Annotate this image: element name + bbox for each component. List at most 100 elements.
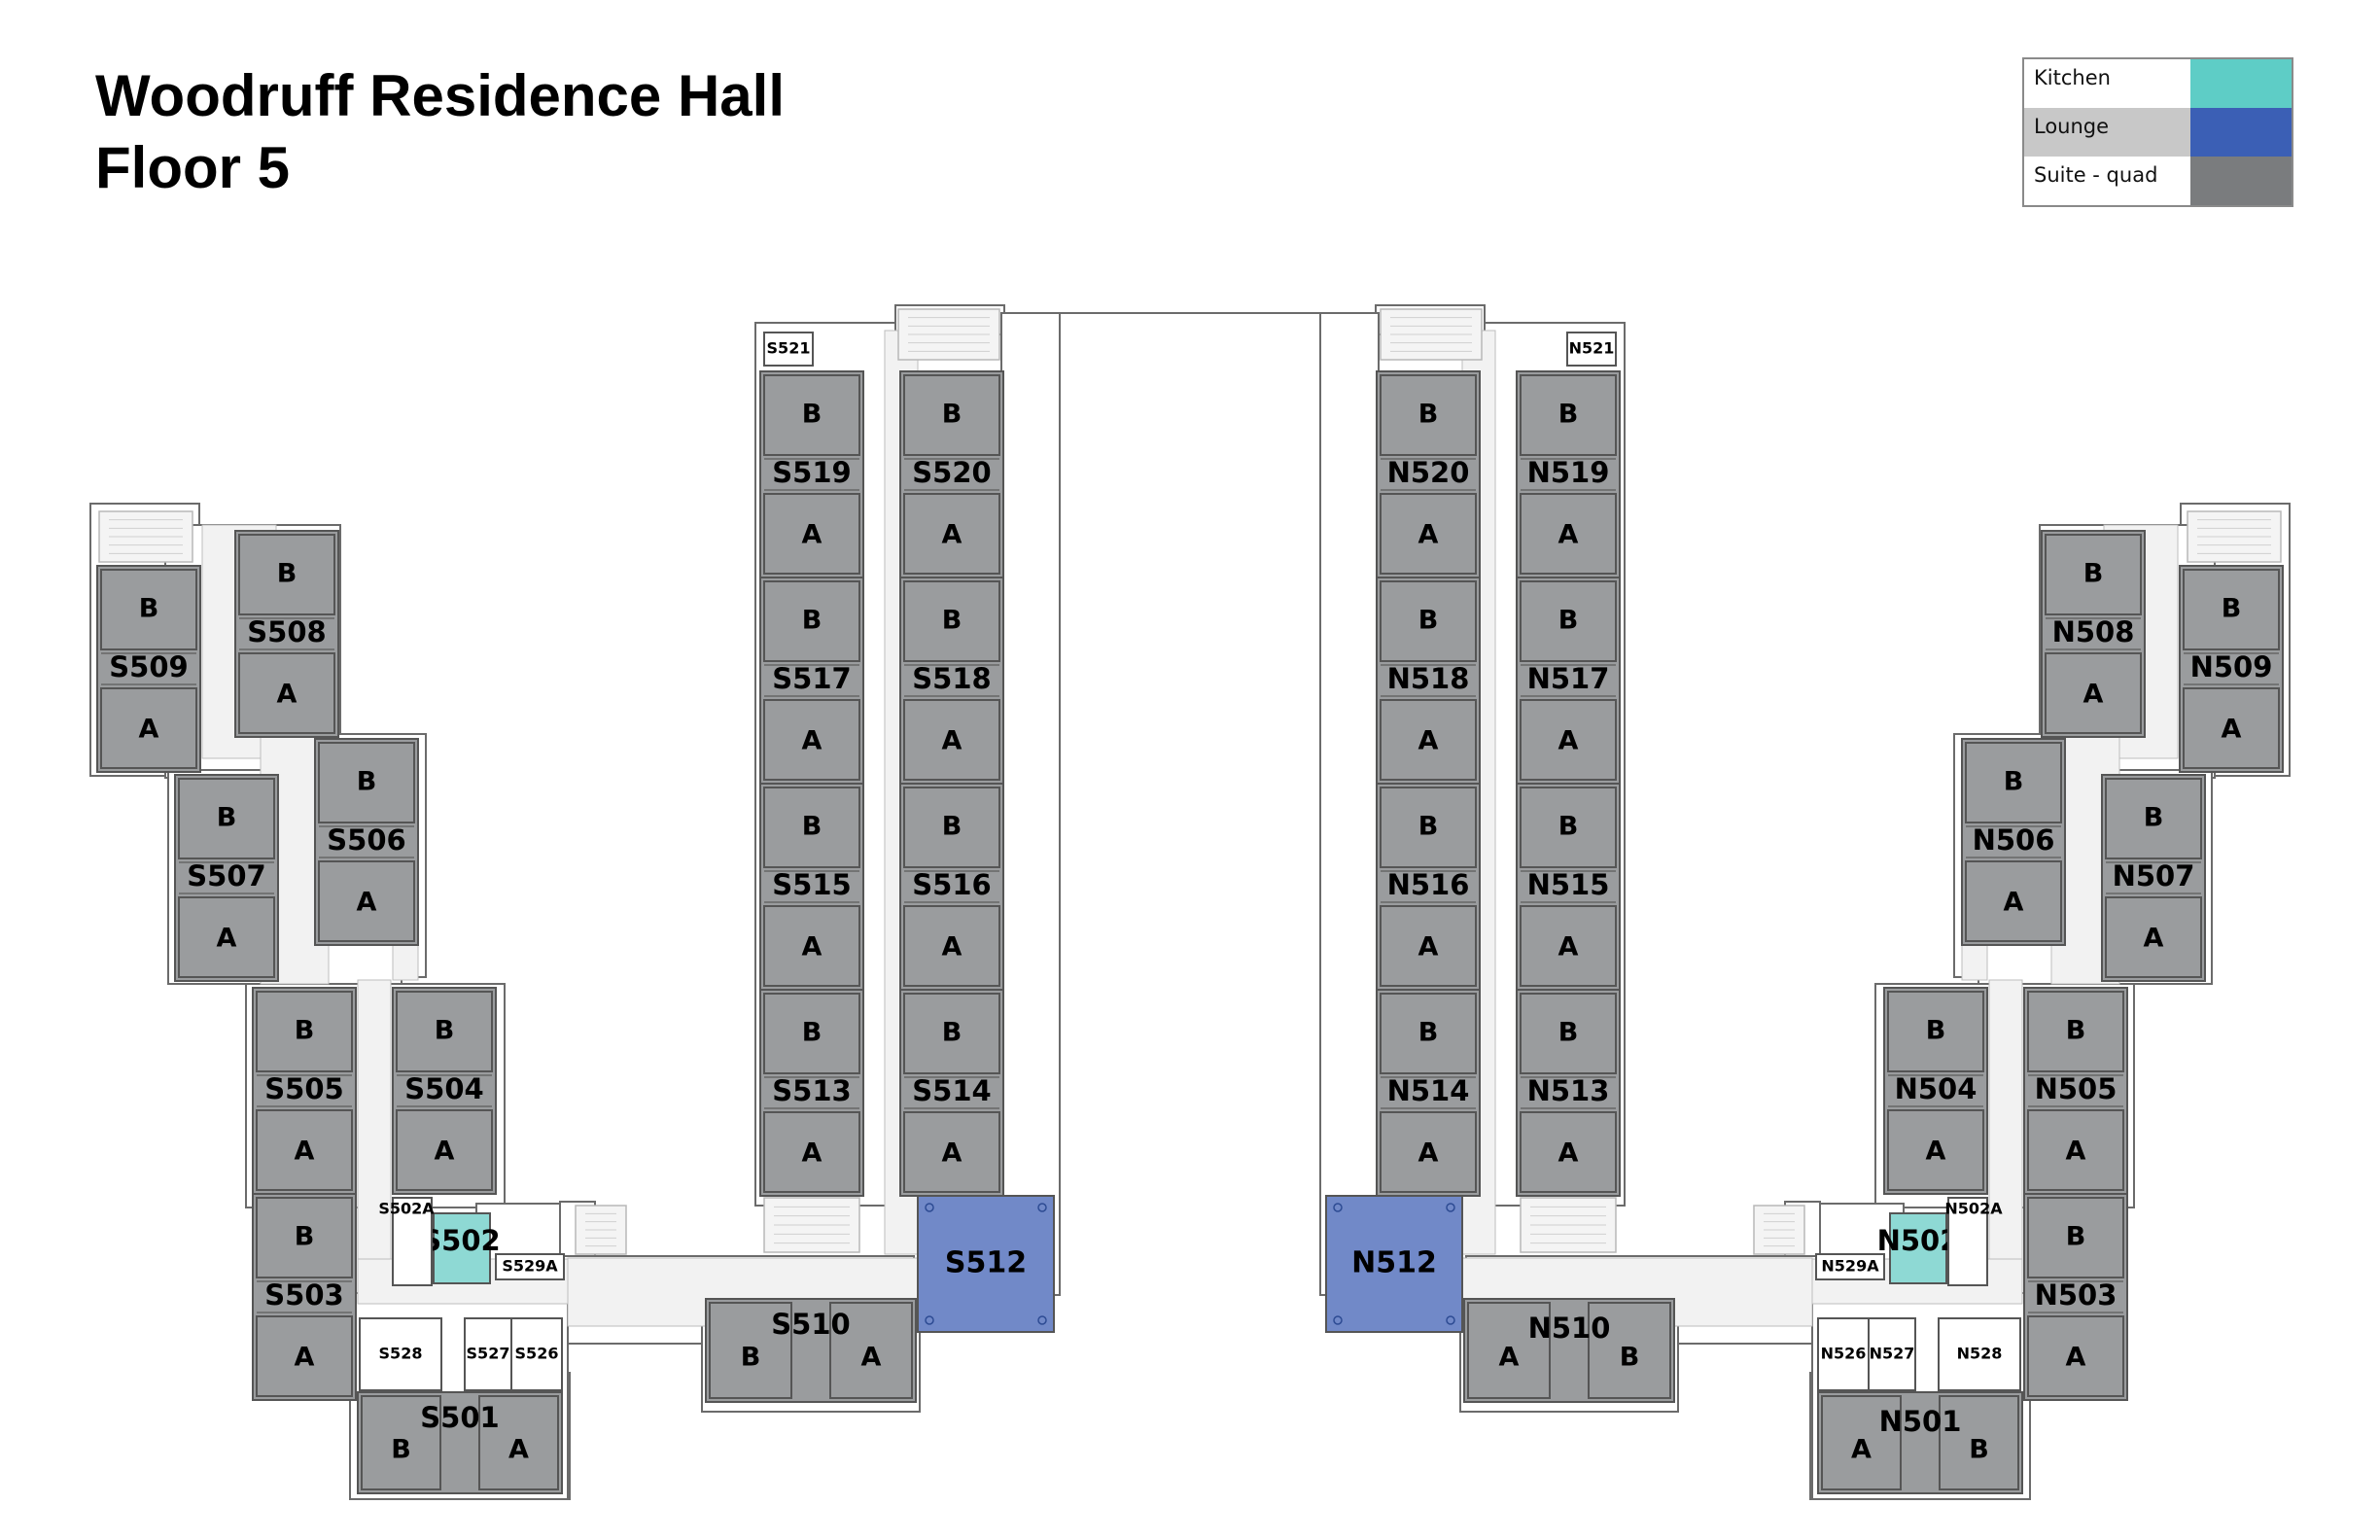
unit-label: N508 bbox=[2052, 615, 2135, 648]
bedroom bbox=[1380, 493, 1477, 575]
bedroom-label: A bbox=[2222, 715, 2242, 745]
bedroom bbox=[829, 1302, 913, 1399]
bedroom-label: A bbox=[435, 1137, 455, 1167]
bedroom bbox=[1939, 1395, 2019, 1490]
bedroom-label: A bbox=[861, 1343, 882, 1373]
unit-label: S506 bbox=[327, 823, 405, 857]
bedroom bbox=[2027, 1109, 2124, 1191]
bedroom bbox=[903, 580, 1000, 662]
bedroom-label: B bbox=[139, 594, 159, 624]
room-label: S528 bbox=[379, 1345, 423, 1363]
bedroom-label: A bbox=[1418, 1138, 1439, 1169]
bedroom bbox=[2105, 896, 2202, 978]
unit-label: N504 bbox=[1895, 1072, 1978, 1105]
unit-label: S516 bbox=[912, 868, 991, 901]
bedroom bbox=[1887, 1109, 1984, 1191]
room-N529A bbox=[1815, 1253, 1885, 1280]
bedroom-label: B bbox=[802, 400, 822, 430]
bedroom-label: A bbox=[139, 715, 159, 745]
bedroom bbox=[903, 787, 1000, 868]
bedroom bbox=[478, 1395, 559, 1490]
bedroom bbox=[1380, 580, 1477, 662]
bedroom-label: A bbox=[277, 680, 298, 710]
bedroom bbox=[903, 699, 1000, 781]
bedroom bbox=[1380, 699, 1477, 781]
bedroom bbox=[1588, 1302, 1671, 1399]
legend-row: Kitchen bbox=[2024, 59, 2292, 108]
corridor bbox=[1988, 979, 2023, 1263]
bedroom bbox=[1520, 787, 1617, 868]
bedroom bbox=[763, 493, 860, 575]
bedroom-label: A bbox=[942, 932, 962, 962]
room-label: N527 bbox=[1870, 1345, 1915, 1363]
bedroom-label: A bbox=[2083, 680, 2104, 710]
bedroom-label: B bbox=[942, 606, 962, 636]
unit-label: S515 bbox=[772, 868, 851, 901]
bedroom-label: A bbox=[802, 1138, 822, 1169]
bedroom-label: B bbox=[741, 1343, 761, 1373]
unit-label: S518 bbox=[912, 662, 991, 695]
bedroom bbox=[318, 860, 415, 942]
bedroom-label: B bbox=[1558, 1018, 1579, 1048]
bedroom bbox=[1467, 1302, 1551, 1399]
unit-label: S507 bbox=[187, 859, 265, 892]
unit-label: N516 bbox=[1387, 868, 1470, 901]
unit-label: S508 bbox=[247, 615, 326, 648]
bedroom bbox=[1380, 1111, 1477, 1193]
unit-label: N509 bbox=[2190, 650, 2273, 683]
bedroom-label: B bbox=[295, 1016, 315, 1046]
bedroom bbox=[2027, 1315, 2124, 1397]
column-marker bbox=[1333, 1315, 1343, 1325]
bedroom-label: A bbox=[802, 932, 822, 962]
bedroom-label: B bbox=[942, 400, 962, 430]
bedroom-label: A bbox=[1851, 1435, 1872, 1465]
bedroom-label: B bbox=[1418, 606, 1439, 636]
bedroom-label: B bbox=[217, 803, 237, 833]
bedroom-label: B bbox=[1558, 812, 1579, 842]
bedroom-label: B bbox=[802, 606, 822, 636]
bedroom-label: A bbox=[1418, 932, 1439, 962]
bedroom bbox=[318, 742, 415, 823]
legend-label: Kitchen bbox=[2034, 66, 2111, 89]
legend-swatch bbox=[2190, 108, 2292, 157]
kitchen bbox=[1889, 1212, 1947, 1284]
bedroom bbox=[763, 905, 860, 987]
column-marker bbox=[1333, 1203, 1343, 1212]
bedroom bbox=[1520, 374, 1617, 456]
bedroom-label: A bbox=[2066, 1137, 2086, 1167]
room-label: N502A bbox=[1944, 1200, 2003, 1218]
bedroom bbox=[396, 991, 493, 1072]
room-S521 bbox=[763, 332, 814, 367]
unit-label: N510 bbox=[1528, 1312, 1611, 1345]
lounge bbox=[1325, 1195, 1463, 1333]
bedroom bbox=[1380, 905, 1477, 987]
bedroom-label: A bbox=[802, 726, 822, 756]
bedroom-label: B bbox=[1418, 812, 1439, 842]
bedroom-label: A bbox=[1499, 1343, 1520, 1373]
bedroom bbox=[361, 1395, 441, 1490]
bedroom-label: B bbox=[1418, 1018, 1439, 1048]
bedroom-label: A bbox=[295, 1137, 315, 1167]
bedroom-label: A bbox=[802, 520, 822, 550]
bedroom-label: A bbox=[1558, 520, 1579, 550]
unit-label: N503 bbox=[2035, 1278, 2118, 1312]
bedroom bbox=[100, 687, 197, 769]
bedroom-label: B bbox=[295, 1222, 315, 1252]
unit-label: N514 bbox=[1387, 1074, 1470, 1107]
bedroom-label: B bbox=[942, 812, 962, 842]
bedroom-label: A bbox=[217, 924, 237, 954]
bedroom bbox=[1380, 993, 1477, 1074]
unit-label: S519 bbox=[772, 456, 851, 489]
room-N526 bbox=[1817, 1317, 1870, 1391]
legend-swatch bbox=[2190, 157, 2292, 205]
bedroom bbox=[709, 1302, 792, 1399]
bedroom bbox=[903, 1111, 1000, 1193]
bedroom bbox=[1520, 493, 1617, 575]
column-marker bbox=[925, 1203, 934, 1212]
room-S502A bbox=[392, 1197, 433, 1286]
unit-label: S520 bbox=[912, 456, 991, 489]
lounge-label: S512 bbox=[945, 1246, 1027, 1280]
room-label: S526 bbox=[515, 1345, 559, 1363]
room-N521 bbox=[1566, 332, 1617, 367]
bedroom bbox=[1520, 905, 1617, 987]
